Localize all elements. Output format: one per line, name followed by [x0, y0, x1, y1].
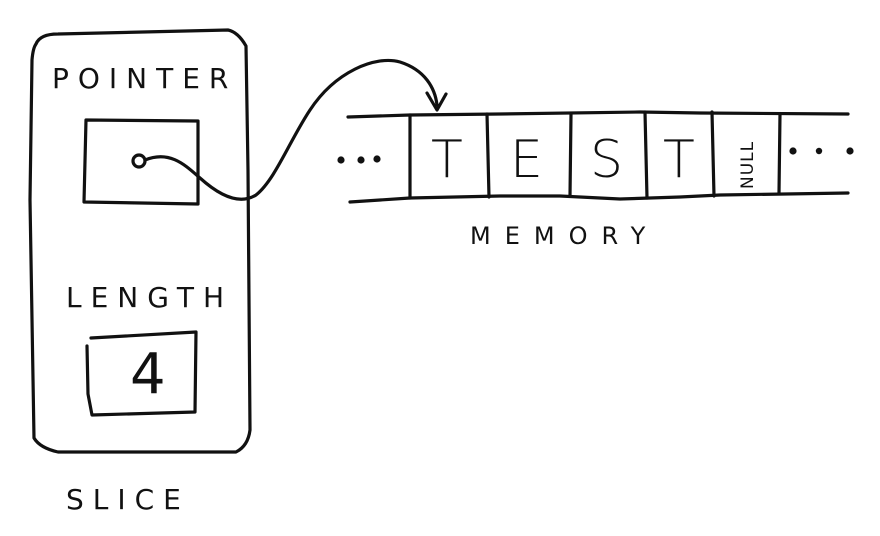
memory-top-line: [346, 110, 850, 119]
ellipsis-dot: [846, 147, 854, 155]
cell-divider: [710, 110, 716, 198]
memory-cell-0: T: [431, 130, 463, 190]
ellipsis-dot: [357, 156, 365, 164]
memory-bottom-line: [348, 191, 850, 204]
cell-divider: [568, 112, 573, 198]
slice-box: [28, 28, 252, 454]
ellipsis-dot: [815, 147, 823, 155]
trailing-ellipsis-icon: [789, 147, 854, 155]
ellipsis-dot: [337, 156, 345, 164]
memory-cell-3: T: [663, 130, 695, 190]
cell-divider: [777, 112, 782, 195]
pointer-label: POINTER: [52, 62, 237, 95]
ellipsis-dot: [373, 155, 381, 163]
length-box: [85, 330, 198, 417]
pointer-box: [82, 118, 200, 206]
memory-label: MEMORY: [470, 222, 659, 250]
memory-cell-1: E: [510, 130, 543, 190]
slice-label: SLICE: [66, 483, 190, 516]
arrowhead-icon: [425, 91, 448, 112]
leading-ellipsis-icon: [337, 155, 381, 164]
cell-divider: [485, 112, 491, 199]
length-label: LENGTH: [66, 281, 233, 314]
length-value: 4: [130, 342, 166, 407]
cell-divider: [643, 110, 649, 200]
memory-cell-dividers: [408, 110, 782, 200]
pointer-arrow: [143, 58, 439, 201]
ellipsis-dot: [789, 147, 797, 155]
pointer-origin-dot: [131, 153, 147, 169]
memory-cell-4-null: NULL: [738, 141, 758, 189]
memory-cell-2: S: [590, 130, 623, 190]
